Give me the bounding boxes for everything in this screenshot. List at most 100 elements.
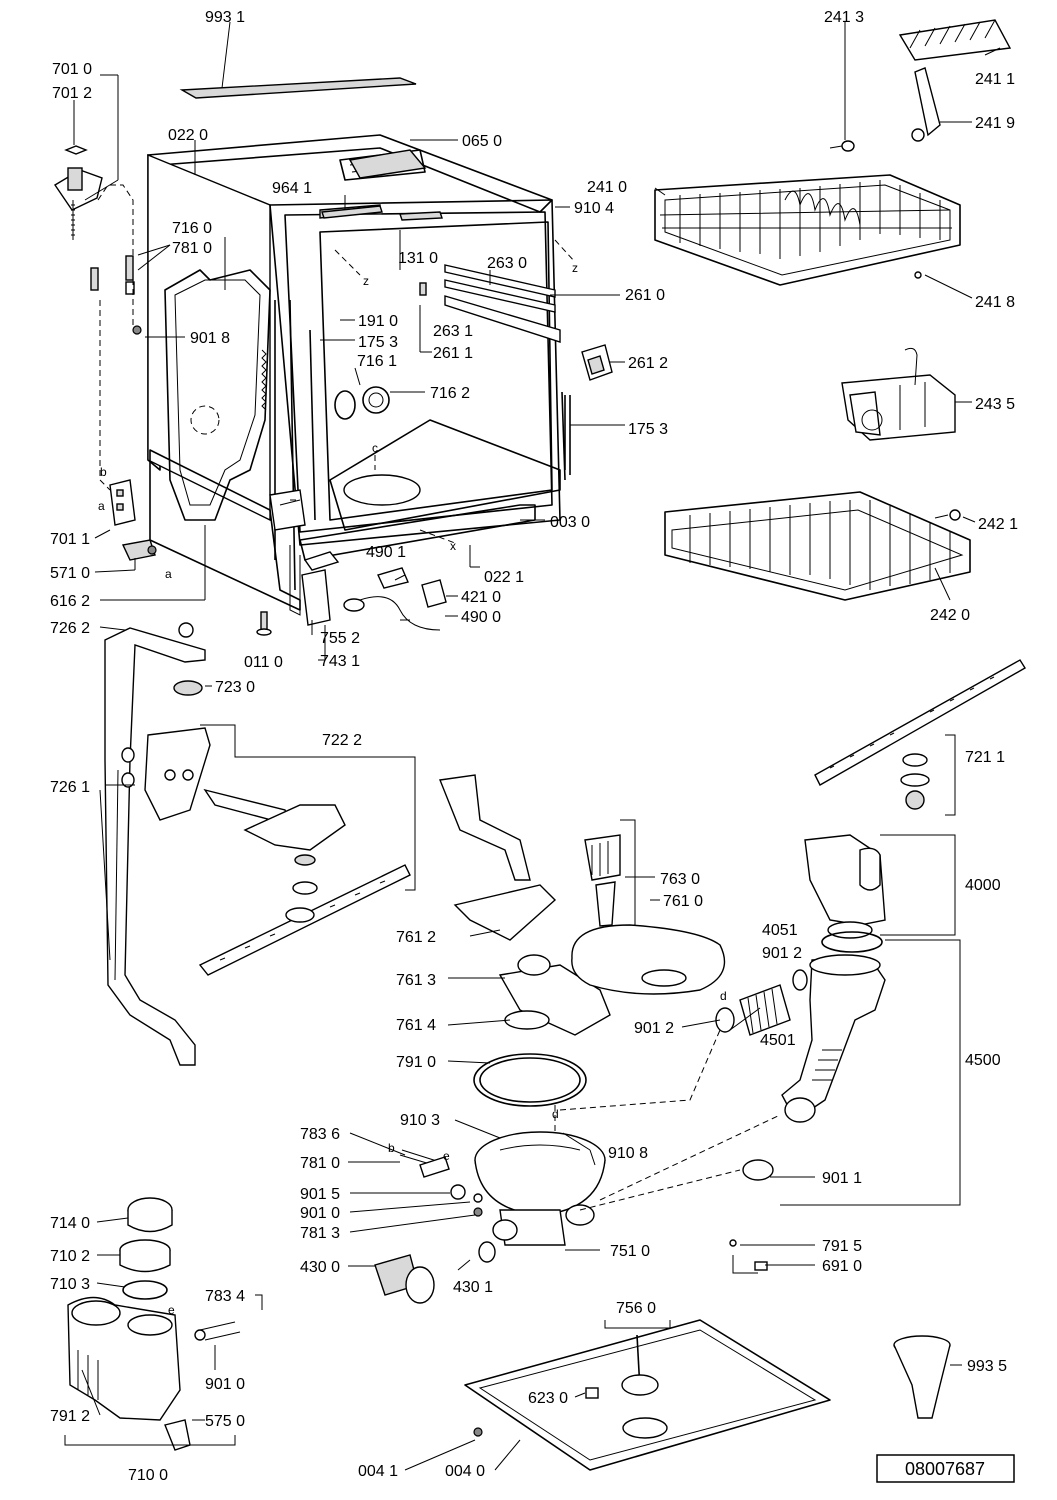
sensor-parts	[729, 1239, 768, 1274]
lower-rack	[664, 491, 971, 601]
label-261-0: 261 0	[625, 287, 665, 304]
callout-e-2: e	[168, 1303, 175, 1317]
cutlery-basket	[841, 347, 956, 441]
salt-funnel	[893, 1335, 951, 1419]
label-261-2: 261 2	[628, 355, 668, 372]
label-490-0: 490 0	[461, 609, 501, 626]
label-4501: 4501	[760, 1032, 796, 1049]
label-716-1: 716 1	[357, 353, 397, 370]
label-781-3: 781 3	[300, 1225, 340, 1242]
feed-tube-726	[99, 622, 206, 1066]
label-571-0: 571 0	[50, 565, 90, 582]
label-910-4: 910 4	[574, 200, 614, 217]
label-4000: 4000	[965, 877, 1001, 894]
label-261-1: 261 1	[433, 345, 473, 362]
lower-spray-arm-assembly	[144, 724, 416, 976]
label-701-2: 701 2	[52, 85, 92, 102]
label-901-1: 901 1	[822, 1170, 862, 1187]
label-131-0: 131 0	[398, 250, 438, 267]
part-964-strip	[321, 205, 443, 221]
label-716-0: 716 0	[172, 220, 212, 237]
label-993-1: 993 1	[205, 9, 245, 26]
label-755-2: 755 2	[320, 630, 360, 647]
label-901-8: 901 8	[190, 330, 230, 347]
label-722-2: 722 2	[322, 732, 362, 749]
part-701-hinge	[54, 145, 157, 561]
label-751-0: 751 0	[610, 1243, 650, 1260]
label-756-0: 756 0	[616, 1300, 656, 1317]
leader-lines	[73, 22, 1001, 1471]
label-490-1: 490 1	[366, 544, 406, 561]
label-263-1: 263 1	[433, 323, 473, 340]
part-labels: 993 1 701 0 701 2 022 0 065 0 964 1 910 …	[50, 9, 1018, 1484]
label-623-0: 623 0	[528, 1390, 568, 1407]
label-241-0: 241 0	[587, 179, 627, 196]
label-723-0: 723 0	[215, 679, 255, 696]
callout-e-1: e	[443, 1149, 450, 1163]
label-242-1: 242 1	[978, 516, 1018, 533]
rack-parts-241	[829, 19, 1012, 279]
front-small-parts	[256, 545, 447, 636]
label-430-1: 430 1	[453, 1279, 493, 1296]
label-901-2b: 901 2	[634, 1020, 674, 1037]
label-701-0: 701 0	[52, 61, 92, 78]
label-430-0: 430 0	[300, 1259, 340, 1276]
label-243-5: 243 5	[975, 396, 1015, 413]
label-241-8: 241 8	[975, 294, 1015, 311]
label-263-0: 263 0	[487, 255, 527, 272]
callout-d-2: d	[552, 1107, 559, 1121]
label-901-2a: 901 2	[762, 945, 802, 962]
label-175-3b: 175 3	[628, 421, 668, 438]
top-strip-part	[179, 21, 417, 99]
label-710-0: 710 0	[128, 1467, 168, 1484]
upper-spray-arm	[814, 659, 1026, 816]
callout-z-1: z	[363, 274, 369, 288]
label-901-0b: 901 0	[205, 1376, 245, 1393]
callout-a-2: a	[165, 567, 172, 581]
label-726-2: 726 2	[50, 620, 90, 637]
label-791-2: 791 2	[50, 1408, 90, 1425]
label-901-5: 901 5	[300, 1186, 340, 1203]
label-241-3: 241 3	[824, 9, 864, 26]
label-783-6: 783 6	[300, 1126, 340, 1143]
label-721-1: 721 1	[965, 749, 1005, 766]
label-701-1: 701 1	[50, 531, 90, 548]
label-726-1: 726 1	[50, 779, 90, 796]
water-softener-710	[64, 1197, 263, 1451]
label-743-1: 743 1	[320, 653, 360, 670]
label-716-2: 716 2	[430, 385, 470, 402]
label-761-4: 761 4	[396, 1017, 436, 1034]
drawing-number: 08007687	[905, 1459, 985, 1479]
drawing-number-box: 08007687	[876, 1454, 1015, 1483]
label-761-0: 761 0	[663, 893, 703, 910]
label-910-3: 910 3	[400, 1112, 440, 1129]
label-011-0: 011 0	[244, 654, 283, 671]
label-616-2: 616 2	[50, 593, 90, 610]
label-003-0: 003 0	[550, 514, 590, 531]
label-710-3: 710 3	[50, 1276, 90, 1293]
label-575-0: 575 0	[205, 1413, 245, 1430]
label-763-0: 763 0	[660, 871, 700, 888]
label-781-0b: 781 0	[300, 1155, 340, 1172]
label-022-0: 022 0	[168, 127, 208, 144]
label-4051: 4051	[762, 922, 798, 939]
label-910-8: 910 8	[608, 1145, 648, 1162]
pump-housing-4500	[715, 939, 961, 1206]
label-791-0: 791 0	[396, 1054, 436, 1071]
label-421-0: 421 0	[461, 589, 501, 606]
label-993-5: 993 5	[967, 1358, 1007, 1375]
callout-b-1: b	[100, 465, 107, 479]
label-022-1: 022 1	[484, 569, 524, 586]
label-242-0: 242 0	[930, 607, 970, 624]
rail-parts	[419, 264, 613, 481]
label-241-9: 241 9	[975, 115, 1015, 132]
base-plate	[464, 1319, 831, 1471]
callout-b-2: b	[388, 1141, 395, 1155]
part-065-plate	[348, 149, 427, 179]
tub-cabinet-part	[147, 134, 576, 611]
sump-assembly	[374, 774, 781, 1304]
callout-c: c	[372, 441, 378, 455]
upper-rack	[654, 174, 961, 286]
label-901-0a: 901 0	[300, 1205, 340, 1222]
